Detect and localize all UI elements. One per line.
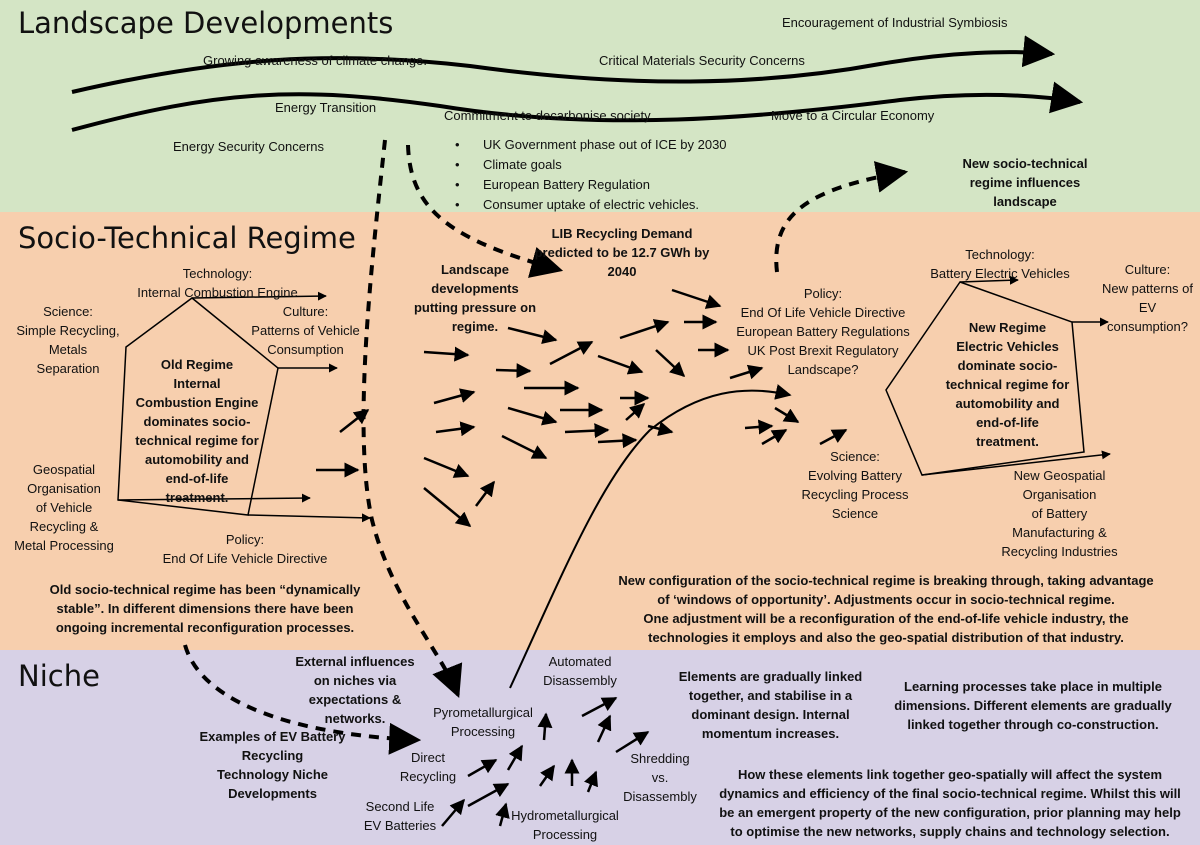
old-regime-culture: Culture: Patterns of Vehicle Consumption	[251, 304, 360, 357]
label-decarbonise: Commitment to decarbonise society	[444, 108, 651, 123]
new-regime-breakthrough-note: New configuration of the socio-technical…	[618, 573, 1154, 645]
niche-geospatial-note: How these elements link together geo-spa…	[719, 767, 1181, 839]
label-critical-materials: Critical Materials Security Concerns	[599, 53, 805, 68]
label-industrial-symbiosis: Encouragement of Industrial Symbiosis	[782, 15, 1008, 30]
regime-to-landscape-dashed-arrow	[774, 161, 909, 273]
niche-hydrometallurgical: Hydrometallurgical Processing	[511, 808, 619, 842]
regime-title: Socio-Technical Regime	[18, 221, 356, 255]
niche-pyrometallurgical: Pyrometallurgical Processing	[433, 705, 533, 739]
niche-examples-label: Examples of EV Battery Recycling Technol…	[199, 729, 346, 801]
landscape-trend-arrow-upper	[71, 35, 1056, 94]
niche-title: Niche	[18, 659, 100, 693]
old-regime-core: Old Regime Internal Combustion Engine do…	[135, 357, 259, 505]
niche-band	[0, 650, 1200, 845]
regime-to-niche-dashed-arrow	[183, 644, 422, 755]
new-regime-geospatial: New Geospatial Organisation of Battery M…	[1001, 468, 1118, 559]
driver-item: European Battery Regulation	[455, 175, 727, 195]
niche-shredding: Shredding vs. Disassembly	[623, 751, 697, 804]
driver-item: UK Government phase out of ICE by 2030	[455, 135, 727, 155]
label-energy-transition: Energy Transition	[275, 100, 377, 115]
pressure-arrow-field	[316, 288, 848, 527]
niche-automated-disassembly: Automated Disassembly	[543, 654, 617, 688]
driver-item: Climate goals	[455, 155, 727, 175]
niche-external-influences: External influences on niches via expect…	[295, 654, 415, 726]
niche-direct-recycling: Direct Recycling	[399, 750, 457, 784]
landscape-to-niche-dashed-arrow	[361, 139, 463, 698]
new-regime-technology: Technology: Battery Electric Vehicles	[930, 247, 1070, 281]
label-lib-demand: LIB Recycling Demand predicted to be 12.…	[534, 226, 710, 279]
niche-learning-note: Learning processes take place in multipl…	[894, 679, 1172, 732]
old-regime-policy: Policy: End Of Life Vehicle Directive	[162, 532, 328, 566]
landscape-drivers-list: UK Government phase out of ICE by 2030 C…	[455, 135, 727, 215]
label-energy-security: Energy Security Concerns	[173, 139, 325, 154]
old-regime-geospatial: Geospatial Organisation of Vehicle Recyc…	[14, 462, 114, 553]
old-regime-technology: Technology: Internal Combustion Engine	[137, 266, 298, 300]
new-regime-policy: Policy: End Of Life Vehicle Directive Eu…	[736, 286, 910, 377]
landscape-to-regime-dashed-arrow	[406, 144, 564, 278]
niche-arrow-field	[441, 696, 650, 827]
label-circular-economy: Move to a Circular Economy	[771, 108, 935, 123]
label-climate-awareness: Growing awareness of climate change.	[203, 53, 428, 68]
new-regime-shape	[885, 275, 1111, 476]
driver-item: Consumer uptake of electric vehicles.	[455, 195, 727, 215]
label-landscape-pressure: Landscape developments putting pressure …	[413, 262, 537, 334]
label-new-regime-influence: New socio-technical regime influences la…	[962, 156, 1088, 209]
old-regime-pentagon	[117, 297, 279, 516]
landscape-trend-arrow-lower	[71, 81, 1084, 132]
landscape-trend-arrows	[71, 35, 1084, 132]
old-regime-science: Science: Simple Recycling, Metals Separa…	[16, 304, 120, 376]
new-regime-culture: Culture: New patterns of EV consumption?	[1101, 262, 1194, 334]
niche-second-life: Second Life EV Batteries	[363, 799, 437, 833]
dashed-influence-arrows	[183, 139, 909, 755]
new-regime-pentagon	[885, 281, 1085, 476]
new-regime-science: Science: Evolving Battery Recycling Proc…	[801, 449, 909, 521]
old-regime-shape	[117, 291, 371, 523]
niche-linking-note: Elements are gradually linked together, …	[678, 669, 863, 741]
new-regime-core: New Regime Electric Vehicles dominate so…	[945, 320, 1070, 449]
breakthrough-curve	[509, 384, 792, 689]
old-regime-stability-note: Old socio-technical regime has been “dyn…	[49, 582, 361, 635]
landscape-title: Landscape Developments	[18, 6, 394, 40]
